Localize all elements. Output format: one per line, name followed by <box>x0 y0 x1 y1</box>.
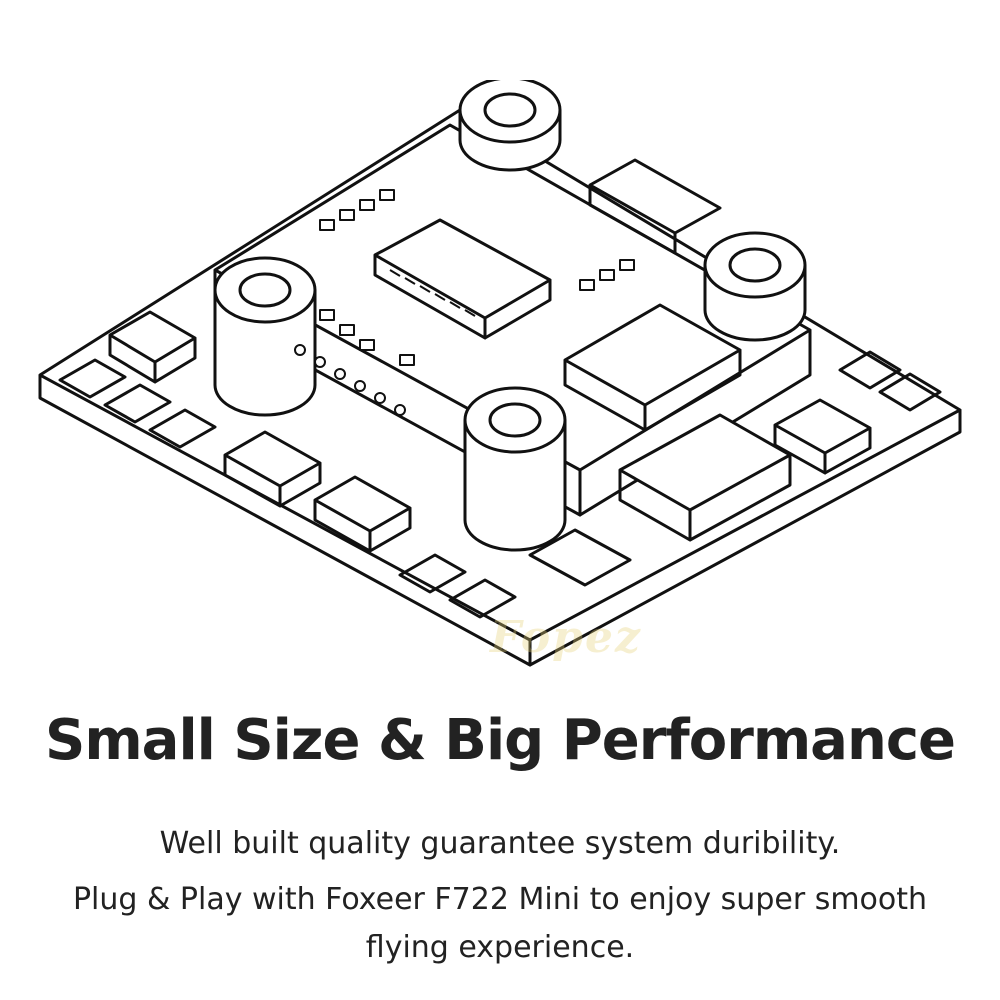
page-headline: Small Size & Big Performance <box>44 708 956 773</box>
chip <box>528 528 632 587</box>
standoff <box>458 80 562 172</box>
description-line: flying experience. <box>365 930 635 965</box>
flight-controller-board-illustration <box>38 80 962 667</box>
description-line: Well built quality guarantee system duri… <box>159 826 841 861</box>
standoff <box>463 386 567 552</box>
edge-pads <box>58 350 942 619</box>
watermark-logo: Fopez <box>490 612 642 663</box>
standoff <box>703 231 807 342</box>
smd-components <box>294 189 635 416</box>
description-line: Plug & Play with Foxeer F722 Mini to enj… <box>72 882 928 917</box>
usb-port <box>588 158 722 235</box>
standoff <box>213 256 317 417</box>
